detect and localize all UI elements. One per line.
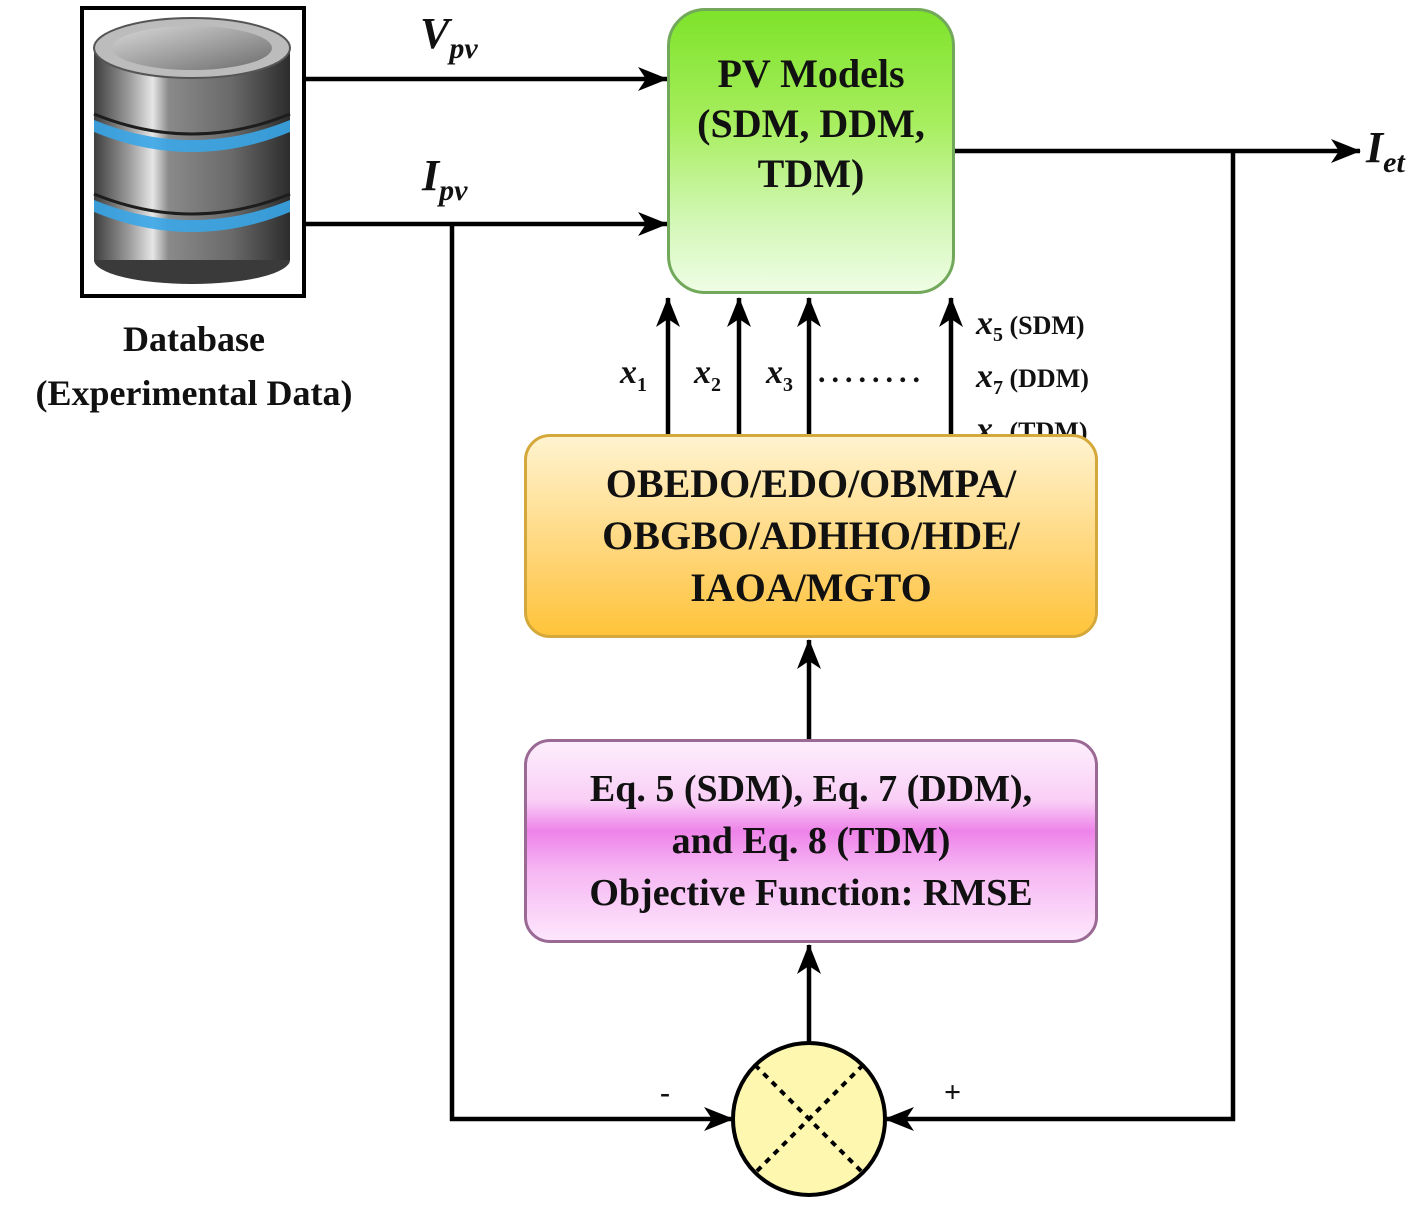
ipv-feedback-line: [449, 224, 734, 1131]
ipv-subscript: pv: [439, 174, 468, 207]
objective-line2: and Eq. 8 (TDM): [671, 820, 951, 862]
iet-subscript: et: [1383, 146, 1405, 179]
x3-symbol: x: [766, 354, 783, 391]
x5-model: (SDM): [1009, 311, 1085, 340]
x3-label: x3: [766, 354, 793, 397]
ipv-symbol: I: [422, 151, 440, 200]
x7-subscript: 7: [993, 377, 1003, 399]
pv-models-line2: (SDM, DDM,: [697, 100, 925, 146]
x3-subscript: 3: [783, 374, 793, 396]
algorithms-line3: IAOA/MGTO: [690, 565, 932, 610]
objective-line3: Objective Function: RMSE: [589, 872, 1033, 914]
pv-models-line3: TDM): [757, 150, 865, 196]
vpv-label: Vpv: [420, 8, 478, 66]
pv-models-line1: PV Models: [717, 50, 905, 96]
database-frame: [80, 6, 306, 298]
x5-subscript: 5: [993, 324, 1003, 346]
algorithms-block: OBEDO/EDO/OBMPA/ OBGBO/ADHHO/HDE/ IAOA/M…: [524, 434, 1098, 638]
x1-label: x1: [620, 354, 647, 397]
algorithms-line2: OBGBO/ADHHO/HDE/: [602, 513, 1020, 558]
x1-subscript: 1: [637, 374, 647, 396]
x2-label: x2: [694, 354, 721, 397]
objective-line1: Eq. 5 (SDM), Eq. 7 (DDM),: [589, 768, 1033, 810]
x5-symbol: x: [976, 305, 993, 342]
algorithms-line1: OBEDO/EDO/OBMPA/: [605, 461, 1017, 506]
x1-symbol: x: [620, 354, 637, 391]
pv-models-block: PV Models (SDM, DDM, TDM): [667, 8, 955, 294]
objective-function-block: Eq. 5 (SDM), Eq. 7 (DDM), and Eq. 8 (TDM…: [524, 739, 1098, 943]
iet-feedback-line: [884, 151, 1236, 1131]
database-icon: [93, 17, 291, 284]
database-label-line1: Database: [123, 319, 265, 359]
plus-sign: +: [944, 1076, 962, 1109]
x5-label: x5 (SDM): [976, 303, 1089, 356]
summing-junction: [731, 1041, 887, 1197]
parameter-dots: ........: [818, 356, 926, 389]
x7-symbol: x: [976, 358, 993, 395]
ipv-label: Ipv: [422, 150, 467, 208]
minus-sign: -: [660, 1076, 670, 1109]
database-label: Database (Experimental Data): [0, 312, 388, 420]
iet-label: Iet: [1366, 122, 1405, 180]
vpv-subscript: pv: [449, 32, 478, 65]
x2-symbol: x: [694, 354, 711, 391]
x2-subscript: 2: [711, 374, 721, 396]
x7-label: x7 (DDM): [976, 356, 1089, 409]
vpv-symbol: V: [420, 9, 450, 58]
x7-model: (DDM): [1009, 364, 1089, 393]
iet-symbol: I: [1366, 123, 1384, 172]
database-label-line2: (Experimental Data): [35, 373, 353, 413]
